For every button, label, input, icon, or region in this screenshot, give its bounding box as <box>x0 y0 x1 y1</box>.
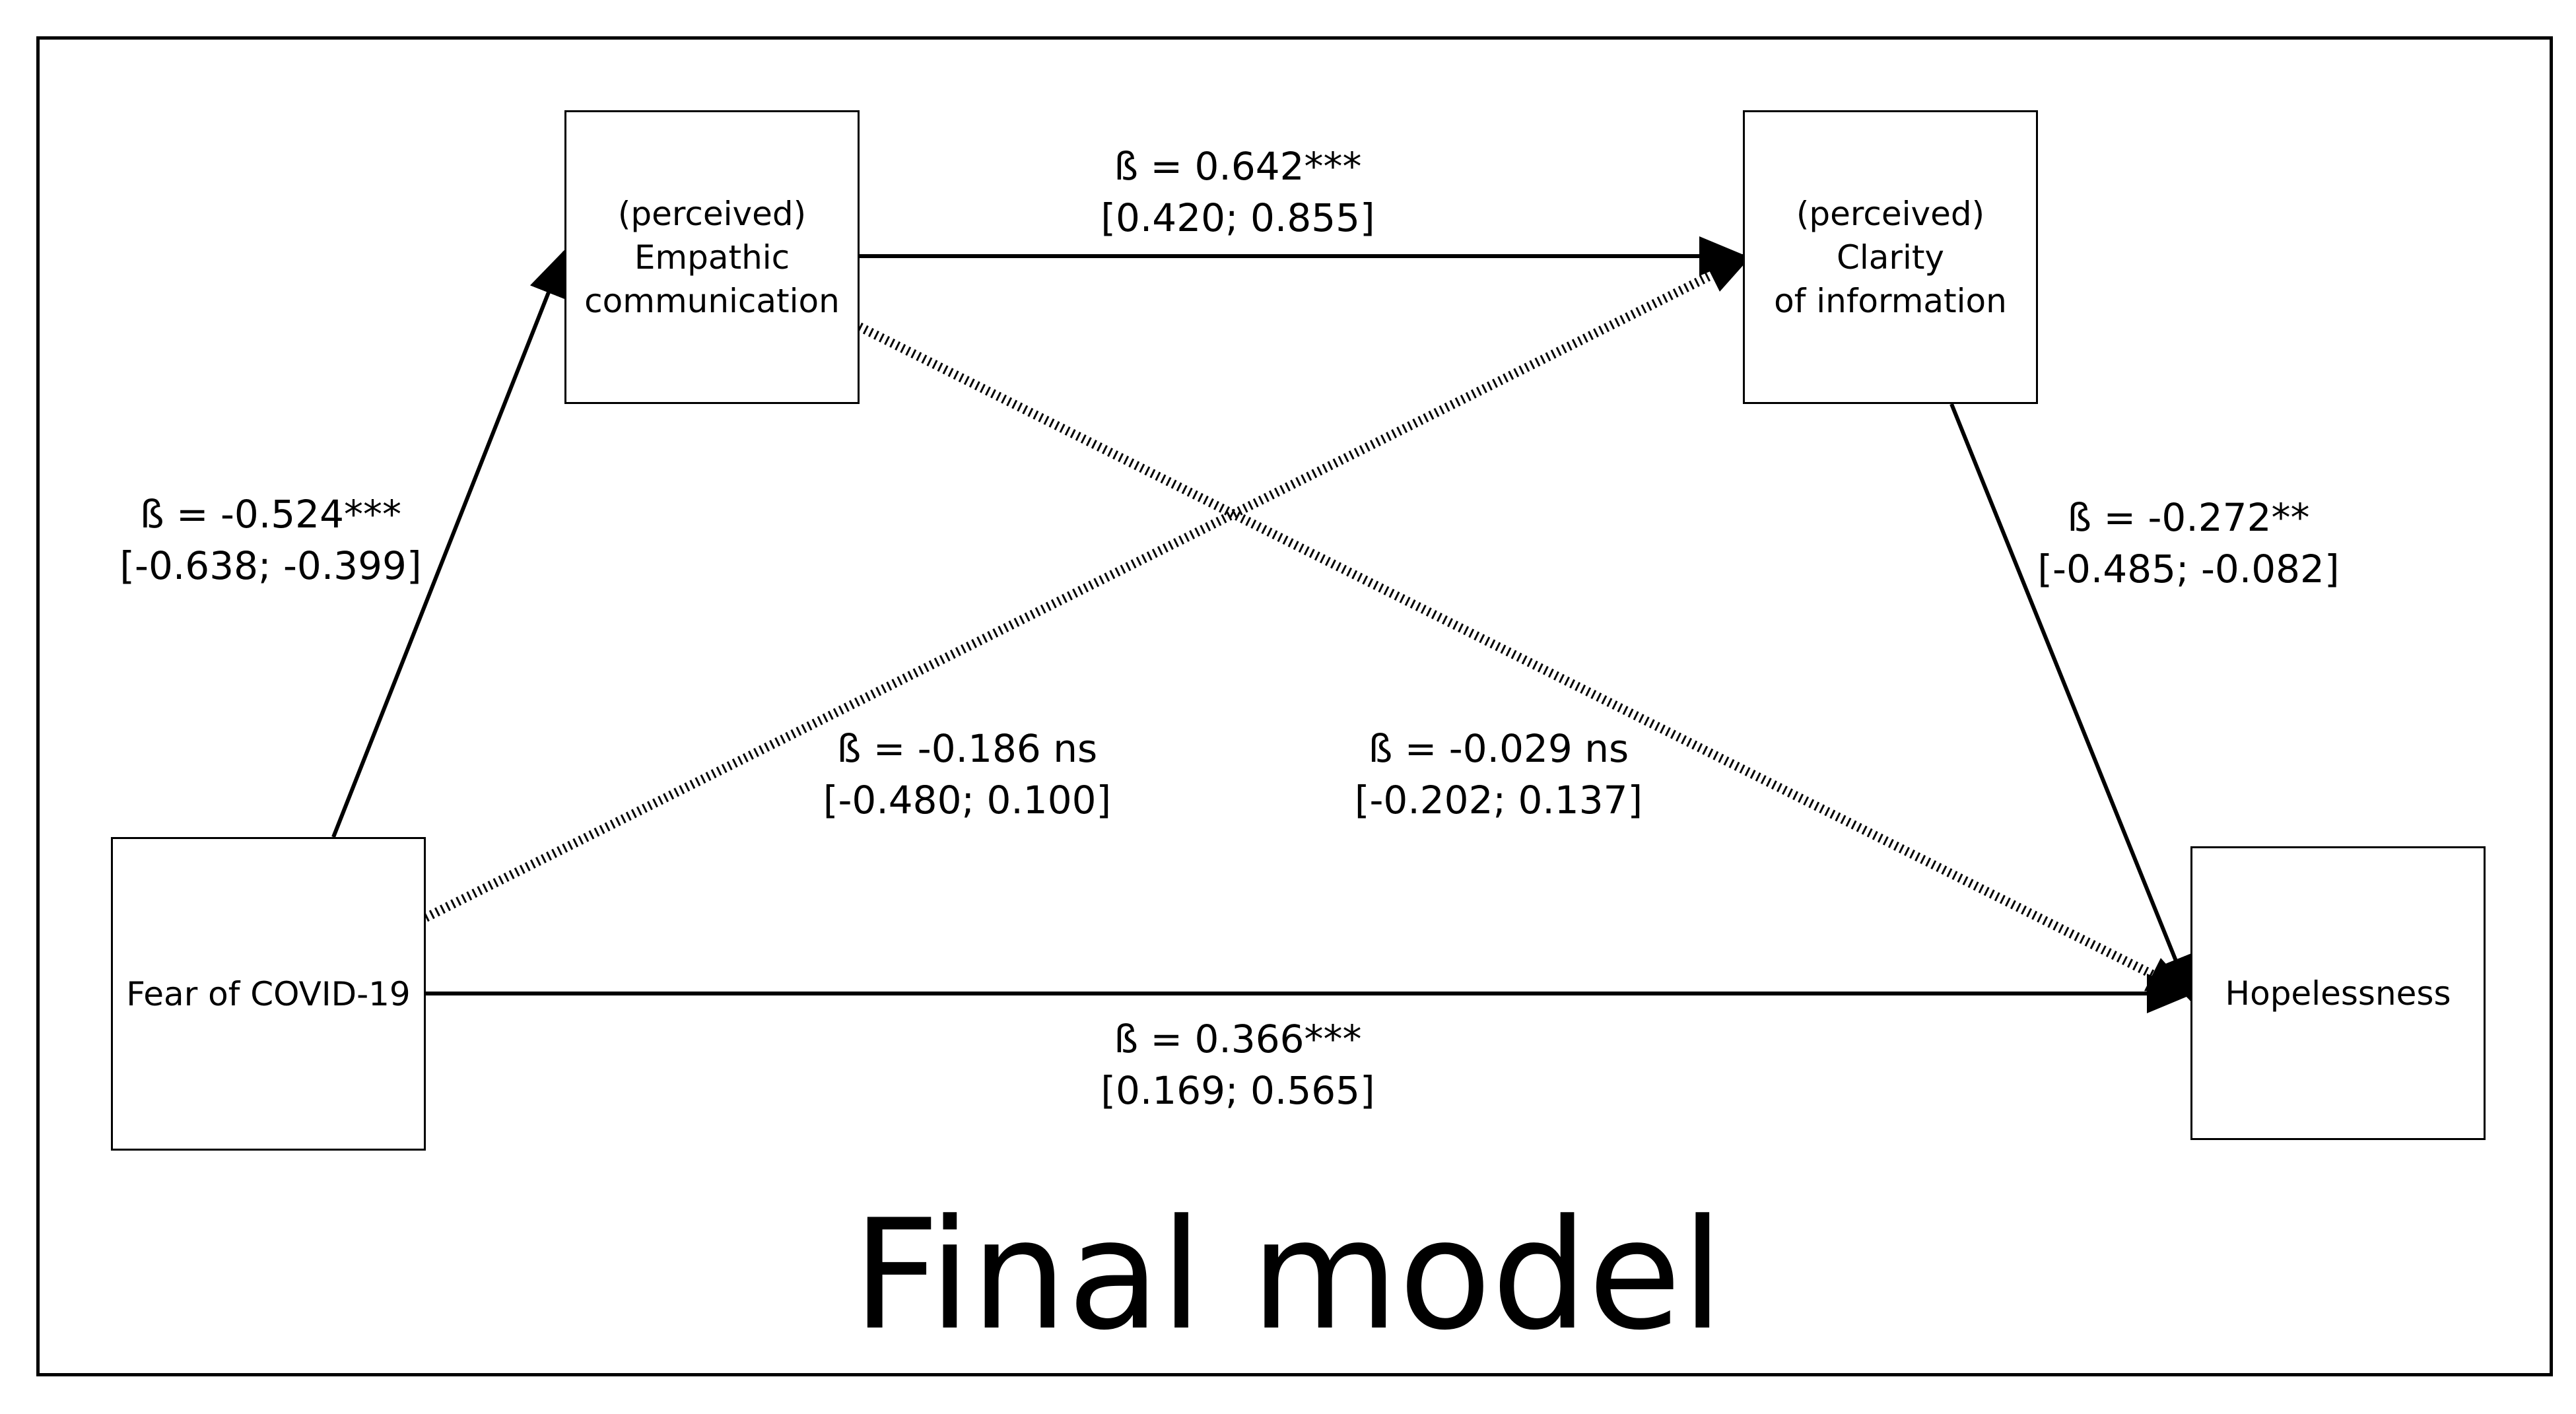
node-fear-of-covid: Fear of COVID-19 <box>111 837 426 1151</box>
arrow-fear-to-empathic <box>331 248 567 838</box>
coef-empathic-to-hopelessness-beta: ß = -0.029 ns <box>1368 726 1629 771</box>
coef-empathic-to-clarity-ci: [0.420; 0.855] <box>1101 195 1375 240</box>
coef-fear-to-clarity: ß = -0.186 ns [-0.480; 0.100] <box>823 723 1111 826</box>
coef-clarity-to-hopelessness-beta: ß = -0.272** <box>2067 495 2310 540</box>
coef-fear-to-empathic-ci: [-0.638; -0.399] <box>119 543 422 588</box>
arrow-clarity-to-hopelessness <box>1949 403 2194 1004</box>
coef-empathic-to-hopelessness: ß = -0.029 ns [-0.202; 0.137] <box>1355 723 1643 826</box>
arrow-empathic-to-hopelessness <box>857 322 2194 998</box>
diagram-title: Final model <box>852 1188 1724 1364</box>
coef-fear-to-hopelessness-ci: [0.169; 0.565] <box>1101 1068 1375 1113</box>
node-clarity-of-information: (perceived) Clarity of information <box>1743 110 2038 404</box>
coef-empathic-to-clarity: ß = 0.642*** [0.420; 0.855] <box>1101 141 1374 244</box>
coef-empathic-to-clarity-beta: ß = 0.642*** <box>1114 144 1362 189</box>
coef-clarity-to-hopelessness: ß = -0.272** [-0.485; -0.082] <box>2037 492 2339 595</box>
node-empathic-label: (perceived) Empathic communication <box>584 194 840 320</box>
node-hopelessness: Hopelessness <box>2190 846 2486 1140</box>
coef-fear-to-clarity-ci: [-0.480; 0.100] <box>823 778 1112 823</box>
coef-fear-to-hopelessness: ß = 0.366*** [0.169; 0.565] <box>1101 1013 1374 1116</box>
coef-empathic-to-hopelessness-ci: [-0.202; 0.137] <box>1354 778 1643 823</box>
coef-fear-to-empathic: ß = -0.524*** [-0.638; -0.399] <box>119 488 421 591</box>
coef-clarity-to-hopelessness-ci: [-0.485; -0.082] <box>2037 547 2340 591</box>
coef-fear-to-empathic-beta: ß = -0.524*** <box>140 492 401 537</box>
coef-fear-to-hopelessness-beta: ß = 0.366*** <box>1114 1017 1362 1061</box>
node-empathic-communication: (perceived) Empathic communication <box>564 110 860 404</box>
coef-fear-to-clarity-beta: ß = -0.186 ns <box>836 726 1098 771</box>
diagram-frame <box>36 36 2553 1376</box>
node-clarity-label: (perceived) Clarity of information <box>1774 194 2007 320</box>
node-fear-label: Fear of COVID-19 <box>126 974 411 1013</box>
node-hopelessness-label: Hopelessness <box>2225 974 2451 1013</box>
